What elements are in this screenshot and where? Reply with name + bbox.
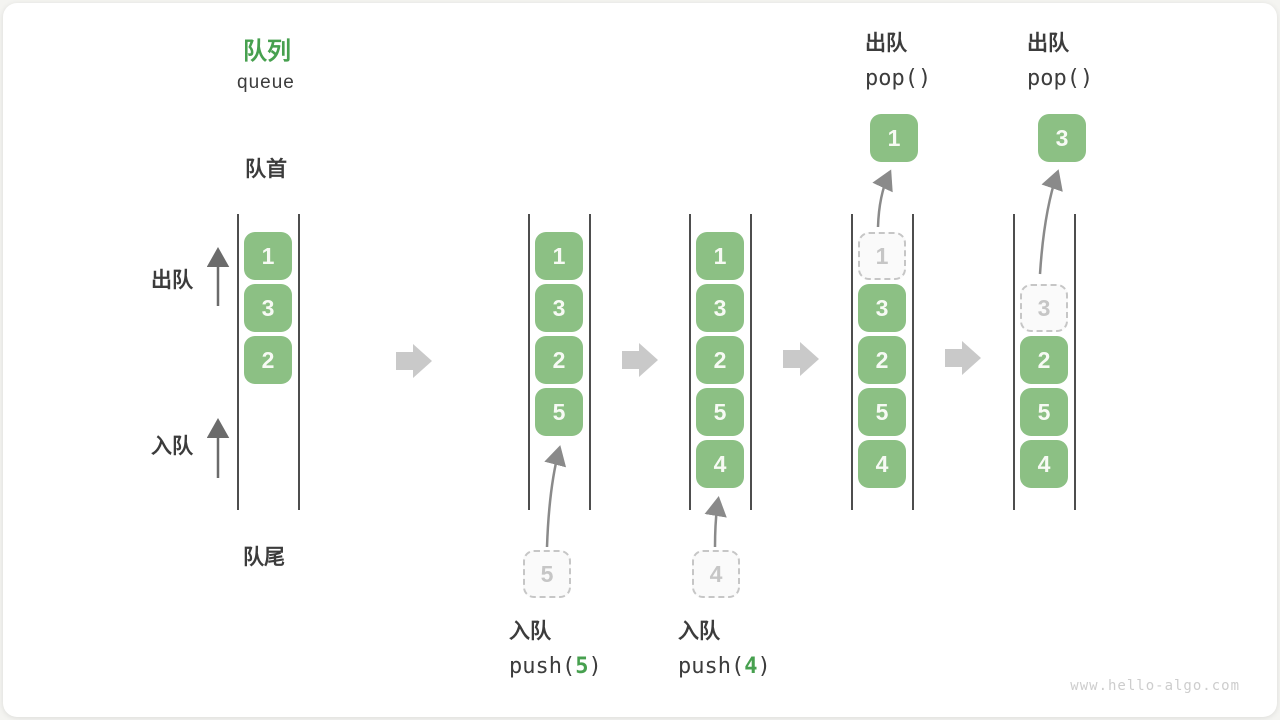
operation-name: 出队	[1027, 32, 1069, 55]
queue-wall-line	[749, 214, 752, 510]
pop-operation-label: 出队 pop()	[865, 27, 931, 91]
queue-front-label: 队首	[245, 158, 287, 181]
code-suffix: )	[588, 654, 602, 679]
dequeue-side-label: 出队	[151, 269, 193, 292]
queue-cell-dashed: 1	[858, 232, 906, 280]
queue-cell: 3	[858, 284, 906, 332]
queue-cell-dashed: 3	[1020, 284, 1068, 332]
queue-cell: 5	[858, 388, 906, 436]
diagram-title: 队列	[243, 38, 291, 65]
code-suffix: )	[757, 654, 771, 679]
diagram-card	[3, 3, 1277, 717]
queue-cell: 1	[696, 232, 744, 280]
queue-cell: 3	[696, 284, 744, 332]
queue-wall-line	[911, 214, 914, 510]
pop-operation-label: 出队 pop()	[1027, 27, 1093, 91]
operation-name: 入队	[678, 620, 720, 643]
queue-cell: 2	[696, 336, 744, 384]
queue-cell: 5	[1020, 388, 1068, 436]
queue-cell: 5	[535, 388, 583, 436]
queue-wall-line	[527, 214, 530, 510]
queue-cell: 2	[535, 336, 583, 384]
queue-wall-line	[850, 214, 853, 510]
queue-cell: 2	[244, 336, 292, 384]
queue-cell: 2	[1020, 336, 1068, 384]
queue-wall-line	[588, 214, 591, 510]
queue-cell: 3	[535, 284, 583, 332]
queue-wall-line	[297, 214, 300, 510]
code-prefix: push(	[509, 654, 576, 679]
queue-cell: 1	[244, 232, 292, 280]
operation-name: 出队	[865, 32, 907, 55]
queue-cell: 4	[696, 440, 744, 488]
queue-cell: 2	[858, 336, 906, 384]
popped-element: 3	[1038, 114, 1086, 162]
operation-code: pop()	[865, 66, 932, 91]
diagram-subtitle: queue	[237, 72, 295, 93]
operation-code: push(4)	[678, 654, 771, 679]
queue-cell: 4	[858, 440, 906, 488]
operation-name: 入队	[509, 620, 551, 643]
popped-element: 1	[870, 114, 918, 162]
queue-cell: 4	[1020, 440, 1068, 488]
queue-wall-line	[688, 214, 691, 510]
code-argument: 4	[744, 654, 758, 679]
enqueue-side-label: 入队	[151, 435, 193, 458]
queue-cell: 5	[696, 388, 744, 436]
watermark: www.hello-algo.com	[1070, 678, 1240, 694]
queue-wall-line	[1012, 214, 1015, 510]
incoming-element: 5	[523, 550, 571, 598]
code-prefix: push(	[678, 654, 745, 679]
queue-wall-line	[236, 214, 239, 510]
push-operation-label: 入队 push(5)	[509, 615, 602, 679]
queue-wall-line	[1073, 214, 1076, 510]
operation-code: pop()	[1027, 66, 1094, 91]
queue-cell: 1	[535, 232, 583, 280]
push-operation-label: 入队 push(4)	[678, 615, 771, 679]
operation-code: push(5)	[509, 654, 602, 679]
queue-rear-label: 队尾	[243, 546, 285, 569]
code-argument: 5	[575, 654, 589, 679]
queue-cell: 3	[244, 284, 292, 332]
incoming-element: 4	[692, 550, 740, 598]
